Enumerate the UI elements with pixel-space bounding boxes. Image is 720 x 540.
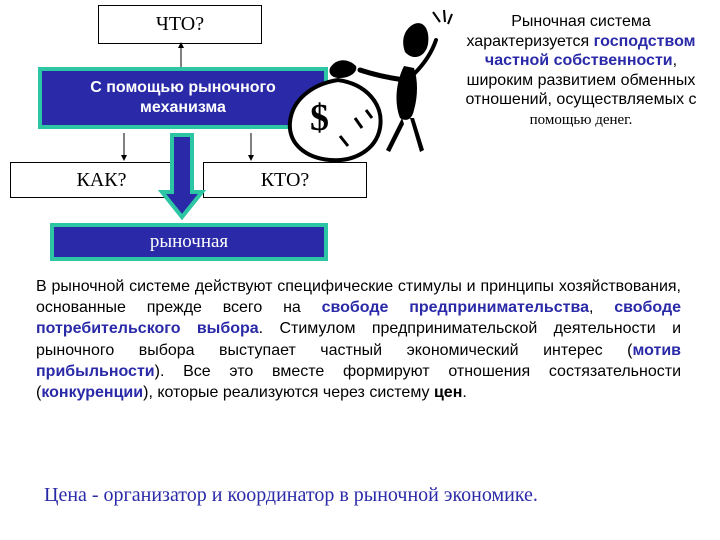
- main-text-h2: свободе потребительского выбора: [36, 299, 681, 338]
- main-text-h3: мотив прибыльности: [36, 341, 681, 380]
- arrowhead-to-who: [248, 155, 254, 161]
- main-text-h1: свободе предпринимательства: [321, 299, 589, 317]
- side-text-part-2: , широким развитием обменных отношений, …: [465, 52, 697, 108]
- mechanism-line-2: механизма: [140, 99, 226, 116]
- side-text-highlight: господством частной собственности: [484, 32, 696, 70]
- main-text-h4: конкуренции: [41, 384, 144, 402]
- arrowhead-to-how: [121, 155, 127, 161]
- main-text-h5: цен: [433, 384, 463, 402]
- main-text-t4: ). Все это вместе формируют отношения со…: [36, 362, 681, 402]
- main-text-t6: .: [462, 384, 467, 402]
- big-down-arrow: [157, 133, 207, 221]
- who-box: КТО?: [203, 162, 367, 198]
- dollar-symbol: $: [310, 97, 329, 139]
- main-text-t5: ), которые реализуются через систему: [143, 384, 434, 402]
- what-box: ЧТО?: [98, 5, 262, 44]
- main-text-t2: ,: [588, 299, 615, 317]
- mechanism-line-1: С помощью рыночного: [90, 79, 276, 96]
- footer-statement: Цена - организатор и координатор в рыноч…: [44, 484, 538, 506]
- money-bag-figure-icon: $: [287, 9, 453, 163]
- arrowhead-to-what: [178, 42, 184, 48]
- side-text: Рыночная система характеризуется господс…: [455, 12, 707, 130]
- side-text-part-1: Рыночная система характеризуется: [466, 13, 651, 50]
- mechanism-box: С помощью рыночного механизма: [38, 67, 328, 129]
- main-paragraph: В рыночной системе действуют специфическ…: [36, 276, 681, 403]
- side-text-part-3: помощью денег.: [529, 111, 633, 128]
- main-text-t3: . Стимулом предпринимательской деятельно…: [36, 320, 681, 359]
- main-text-t1: В рыночной системе действуют специфическ…: [36, 278, 681, 317]
- market-box: рыночная: [50, 223, 328, 261]
